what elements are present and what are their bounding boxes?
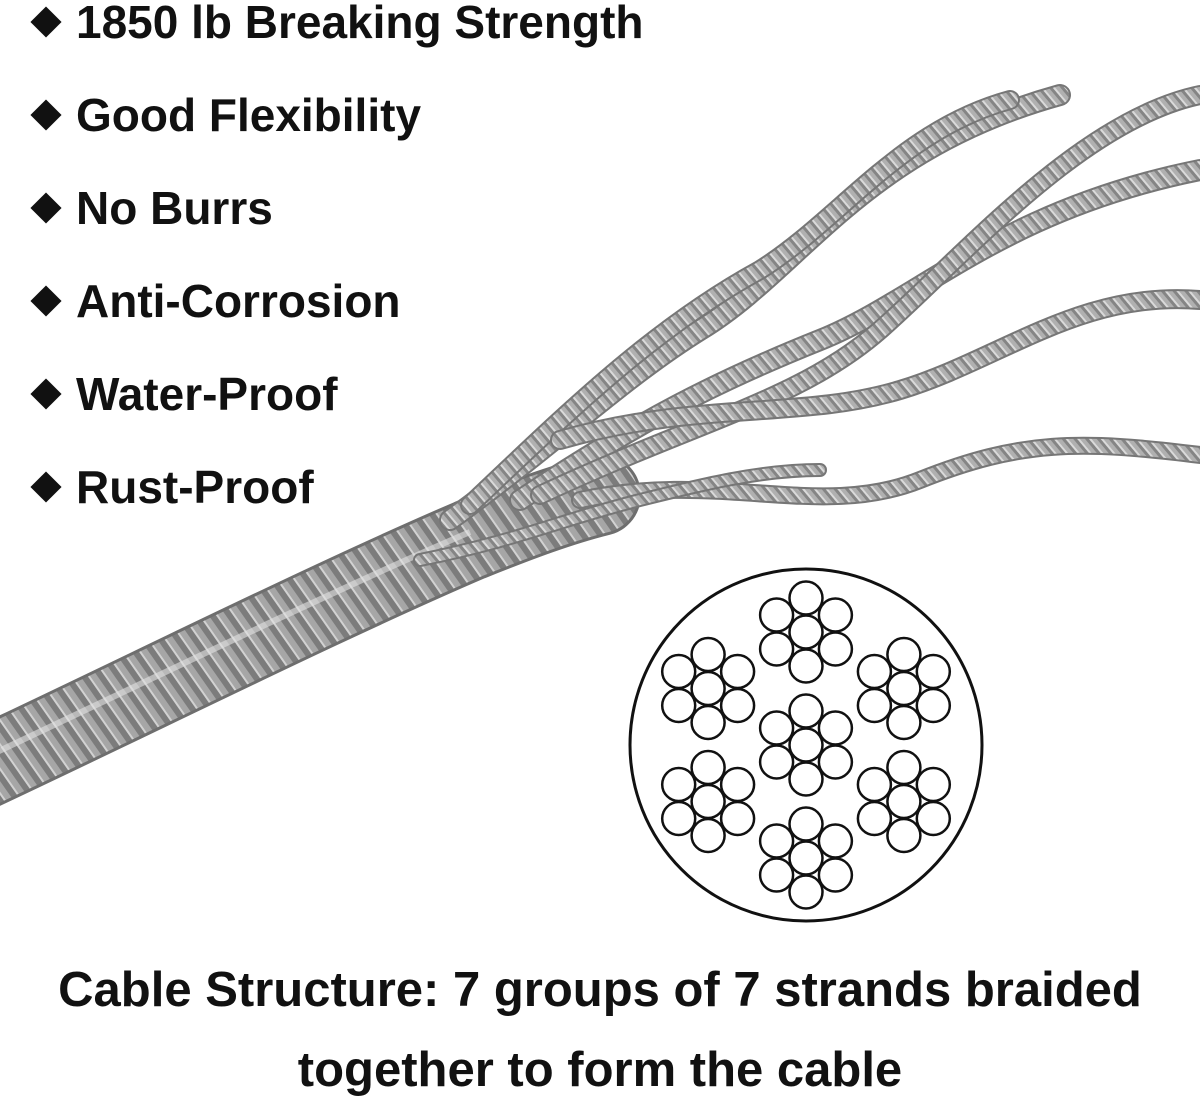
- strand-wire: [758, 710, 795, 746]
- steel-cable-image: [0, 84, 1200, 806]
- strand-wire: [788, 874, 824, 910]
- strand-wire: [758, 823, 795, 859]
- strand-wire: [758, 597, 795, 633]
- caption-line-2: together to form the cable: [297, 1043, 903, 1097]
- feature-label: Rust-Proof: [76, 461, 314, 513]
- strand-wire: [886, 817, 922, 854]
- strand-wire: [758, 744, 795, 780]
- strand-wire: [788, 648, 824, 684]
- strand-wire: [915, 800, 952, 837]
- strand-wire: [719, 653, 756, 690]
- strand-wire: [886, 704, 922, 741]
- diamond-bullet-icon: [30, 6, 62, 38]
- feature-label: No Burrs: [76, 182, 273, 234]
- strand-wire: [719, 766, 756, 803]
- strand-wire: [856, 653, 893, 690]
- strand-wire: [915, 653, 952, 690]
- strand-wire: [817, 857, 854, 893]
- strand-wire: [886, 783, 922, 820]
- strand-wire: [719, 800, 756, 837]
- cable-outline: [628, 567, 984, 923]
- feature-label: Anti-Corrosion: [76, 275, 401, 327]
- strand-wire: [817, 710, 854, 746]
- strand-wire: [788, 580, 824, 616]
- strand-wire: [660, 653, 697, 690]
- feature-label: 1850 lb Breaking Strength: [76, 0, 644, 48]
- feature-item: Rust-Proof: [30, 457, 314, 517]
- strand-wire: [856, 687, 893, 724]
- strand-wire: [719, 687, 756, 724]
- strand-wire: [758, 857, 795, 893]
- strand-wire: [758, 631, 795, 667]
- diamond-bullet-icon: [30, 99, 62, 131]
- strand-wire: [660, 800, 697, 837]
- strand-wire: [788, 761, 824, 797]
- strand-wire: [915, 687, 952, 724]
- feature-item: 1850 lb Breaking Strength: [30, 0, 644, 52]
- strand-wire: [915, 766, 952, 803]
- strand-wire: [690, 636, 726, 673]
- strand-wire: [788, 727, 824, 763]
- feature-item: Good Flexibility: [30, 85, 421, 145]
- strand-wire: [690, 783, 726, 820]
- strand-wire: [886, 670, 922, 707]
- strand-wire: [788, 806, 824, 842]
- strand-wire: [690, 670, 726, 707]
- feature-label: Good Flexibility: [76, 89, 422, 141]
- diamond-bullet-icon: [30, 192, 62, 224]
- strand-wire: [856, 766, 893, 803]
- strand-wire: [886, 749, 922, 786]
- feature-item: Water-Proof: [30, 364, 338, 424]
- diamond-bullet-icon: [30, 378, 62, 410]
- strand-wire: [660, 687, 697, 724]
- strand-wire: [660, 766, 697, 803]
- feature-item: Anti-Corrosion: [30, 271, 401, 331]
- strand-wire: [690, 704, 726, 741]
- strand-wire: [856, 800, 893, 837]
- diamond-bullet-icon: [30, 285, 62, 317]
- strand-wire: [788, 693, 824, 729]
- strand-wire: [886, 636, 922, 673]
- cable-cross-section-diagram: [628, 567, 984, 923]
- diamond-bullet-icon: [30, 471, 62, 503]
- strand-wire: [788, 840, 824, 876]
- strand-wire: [788, 614, 824, 650]
- strand-wire: [817, 631, 854, 667]
- strand-wire: [817, 823, 854, 859]
- strand-wire: [817, 744, 854, 780]
- strand-wire: [817, 597, 854, 633]
- caption-line-1: Cable Structure: 7 groups of 7 strands b…: [58, 963, 1142, 1017]
- strand-wire: [690, 817, 726, 854]
- feature-label: Water-Proof: [76, 368, 338, 420]
- strand-wire: [690, 749, 726, 786]
- feature-item: No Burrs: [30, 178, 273, 238]
